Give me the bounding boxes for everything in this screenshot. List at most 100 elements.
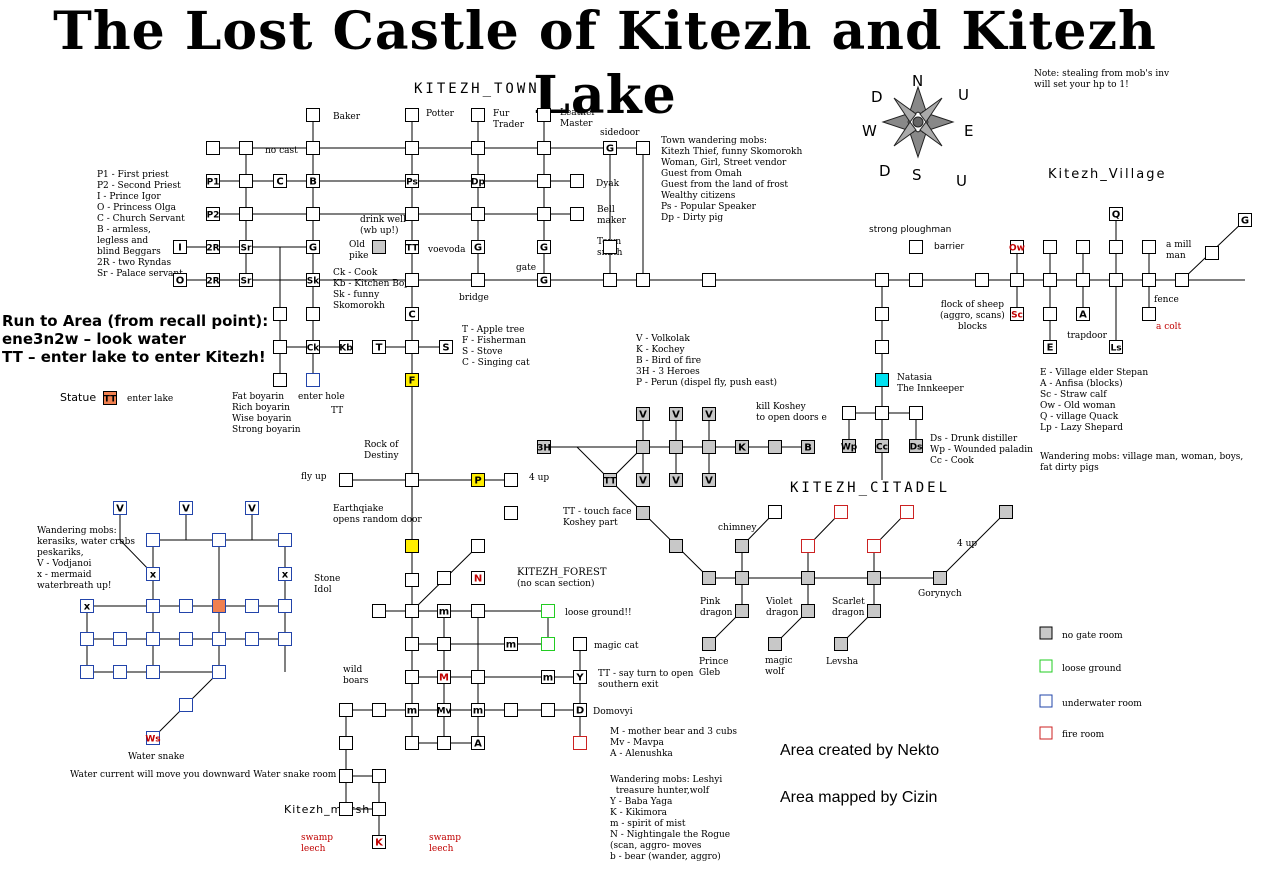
room	[405, 736, 419, 750]
room-K: K	[372, 835, 386, 849]
room	[405, 604, 419, 618]
room	[834, 505, 848, 519]
room	[702, 571, 716, 585]
room	[372, 604, 386, 618]
room	[603, 240, 617, 254]
room	[1043, 273, 1057, 287]
label-water-snake: Water snake	[128, 752, 185, 762]
room-x: x	[80, 599, 94, 613]
room-V: V	[245, 501, 259, 515]
room-code: V	[182, 504, 190, 515]
room	[146, 599, 160, 613]
room-code: G	[474, 243, 482, 254]
room	[437, 637, 451, 651]
room-code: Ps	[406, 178, 418, 188]
room-A: A	[1076, 307, 1090, 321]
statue-enter-lake: enter lake	[127, 394, 174, 404]
room	[179, 698, 193, 712]
label-no-cast: no cast	[265, 146, 298, 156]
room	[405, 670, 419, 684]
credit-mapped: Area mapped by Cizin	[780, 789, 938, 806]
room	[273, 340, 287, 354]
room-code: K	[738, 443, 747, 454]
room-Cc: Cc	[875, 439, 889, 453]
room	[1142, 240, 1156, 254]
room	[212, 665, 226, 679]
label-mill-man: a mill man	[1166, 240, 1192, 261]
room-x: x	[146, 567, 160, 581]
key-underwater-label: underwater room	[1062, 699, 1142, 709]
legend-tfsc: T - Apple tree F - Fisherman S - Stove C…	[462, 325, 530, 368]
room-code: P2	[207, 211, 220, 221]
label-flock-of-sheep: flock of sheep (aggro, scans) blocks	[940, 300, 1005, 332]
room-code: N	[474, 574, 482, 585]
room	[768, 440, 782, 454]
room	[245, 632, 259, 646]
room-code: x	[150, 570, 157, 581]
label-potter: Potter	[426, 109, 454, 119]
legend-town-left: P1 - First priest P2 - Second Priest I -…	[97, 170, 185, 279]
room	[471, 670, 485, 684]
label-wild-boars: wild boars	[343, 665, 369, 686]
room-code: Y	[575, 673, 584, 684]
section-citadel-title: KITEZH_CITADEL	[790, 480, 951, 496]
room-code: A	[474, 739, 482, 750]
room	[245, 599, 259, 613]
room-code: V	[248, 504, 256, 515]
room	[273, 307, 287, 321]
key-swatch-loose	[1039, 659, 1053, 673]
room	[113, 665, 127, 679]
label-fence: fence	[1154, 295, 1179, 305]
label-trapdoor: trapdoor	[1067, 331, 1107, 341]
label-fly-up: fly up	[301, 472, 327, 482]
legend-town-mid: Ck - Cook Kb - Kitchen Boy Sk - funny Sk…	[333, 268, 410, 311]
room	[735, 604, 749, 618]
room	[1175, 273, 1189, 287]
legend-forest-wandering: Wandering mobs: Leshyi treasure hunter,w…	[610, 775, 731, 862]
label-swamp-leech-b: swamp leech	[429, 833, 461, 854]
room	[1010, 273, 1024, 287]
connection	[609, 479, 710, 579]
room	[179, 632, 193, 646]
room	[702, 273, 716, 287]
room	[278, 632, 292, 646]
note-stealing: Note: stealing from mob's inv will set y…	[1034, 69, 1170, 90]
room-code: E	[1047, 343, 1054, 354]
room	[570, 174, 584, 188]
room	[113, 632, 127, 646]
room-S: S	[439, 340, 453, 354]
room-Y: Y	[573, 670, 587, 684]
room-P2: P2	[206, 207, 220, 221]
label-4-up-a: 4 up	[529, 473, 550, 483]
room-code: Sk	[307, 277, 320, 287]
room-R2: 2R	[206, 273, 220, 287]
room-Wp: Wp	[841, 439, 858, 453]
room	[636, 506, 650, 520]
room	[146, 533, 160, 547]
compass-u-a: U	[958, 86, 969, 104]
room-code: Ck	[307, 344, 321, 354]
room-Mv: Mv	[437, 703, 452, 717]
room	[537, 141, 551, 155]
key-loose-label: loose ground	[1062, 664, 1122, 674]
label-tt-hole: TT	[331, 406, 344, 416]
room-V: V	[636, 407, 650, 421]
label-leather-master: Leather Master	[560, 108, 596, 129]
label-kill-koshey: kill Koshey to open doors e	[756, 402, 827, 423]
key-fire-label: fire room	[1062, 730, 1105, 740]
room	[1205, 246, 1219, 260]
room-V: V	[669, 407, 683, 421]
room-G: G	[537, 240, 551, 254]
key-swatch-underwater	[1039, 694, 1053, 708]
compass-s: S	[912, 166, 922, 184]
label-voevoda: voevoda	[428, 245, 466, 255]
room	[239, 207, 253, 221]
room	[842, 406, 856, 420]
room-code: Sc	[1011, 311, 1023, 321]
room-F: F	[405, 373, 419, 387]
room-Ow: Ow	[1009, 240, 1025, 254]
room	[909, 273, 923, 287]
label-earthquake: Earthqiake opens random door	[333, 504, 422, 525]
room-code: D	[576, 706, 584, 717]
room-code: V	[639, 410, 647, 421]
